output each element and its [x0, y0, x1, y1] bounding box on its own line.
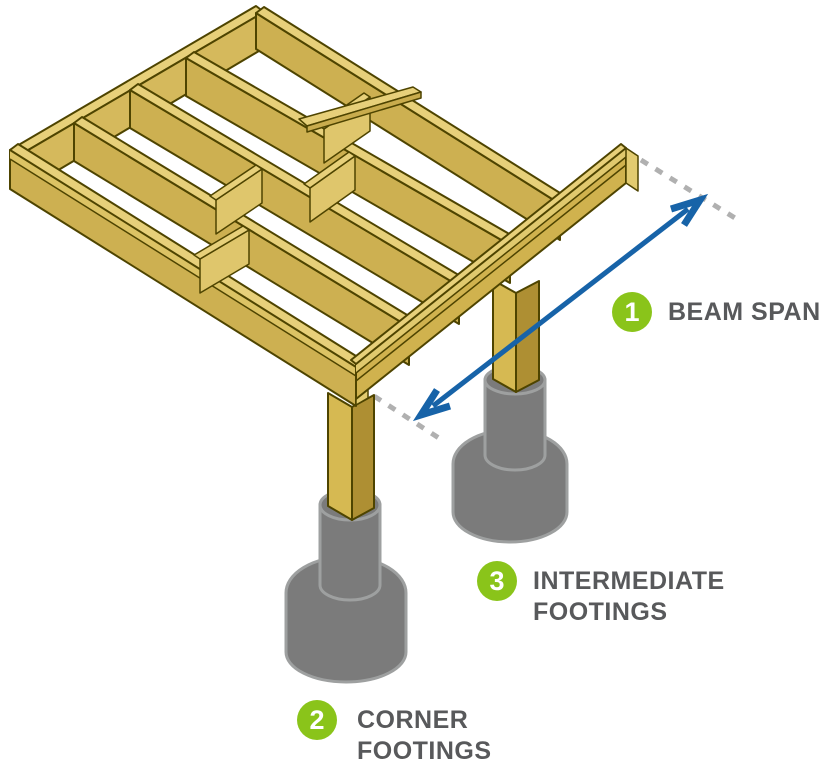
badge-circle-1 — [612, 292, 652, 332]
post-side-face — [515, 280, 540, 393]
joist-top-edge — [255, 6, 569, 205]
blocking — [303, 151, 356, 223]
joist — [129, 83, 468, 325]
rim-joist-edge-line — [9, 158, 357, 377]
corner-footing — [284, 488, 408, 684]
blocking-strap-board — [298, 86, 422, 133]
rim-joist-chamfer — [10, 150, 356, 376]
arrow-head-up-icon — [669, 193, 709, 227]
blocking — [209, 164, 263, 235]
footing-pier — [483, 378, 547, 472]
beam-chamfer — [356, 148, 626, 373]
corner-post — [327, 392, 375, 521]
beam-span-arrow — [412, 193, 709, 422]
beam-ply-line — [355, 164, 627, 382]
post-side-face — [351, 394, 375, 521]
rim-joist — [9, 143, 365, 407]
blocking-top-edge — [303, 151, 356, 189]
corner-footings-label-line1: CORNER — [357, 706, 468, 734]
callout-beam-span: 1 BEAM SPAN — [612, 292, 821, 332]
badge-circle-3 — [477, 561, 517, 601]
beam-top-edge — [350, 143, 627, 365]
beam-ply-line — [355, 156, 627, 374]
beam-end-face — [625, 147, 639, 192]
intermediate-post — [492, 279, 540, 393]
post-front-face — [327, 392, 353, 521]
blocking-top-edge — [209, 164, 263, 201]
arrow-head-down-icon — [412, 388, 452, 422]
dotted-line-far-end — [639, 157, 737, 221]
post-front-face — [492, 279, 517, 393]
deck-frame — [9, 5, 639, 407]
beam-end-dotted-lines — [358, 157, 737, 445]
blocking-top-edge — [193, 225, 250, 260]
beam-span-label: BEAM SPAN — [668, 298, 821, 326]
arrow-shaft — [431, 207, 690, 408]
footing-pier — [318, 503, 382, 602]
beam — [350, 143, 639, 400]
intermediate-footings-label-line1: INTERMEDIATE — [533, 567, 725, 595]
intermediate-footings-label-line2: FOOTINGS — [533, 598, 668, 626]
badge-circle-2 — [297, 700, 337, 740]
badge-number-2: 2 — [309, 705, 324, 735]
corner-footings-label-line2: FOOTINGS — [357, 737, 492, 764]
strap-side-face — [306, 91, 422, 133]
intermediate-footing — [451, 364, 569, 544]
blocking — [193, 225, 250, 294]
badge-number-3: 3 — [489, 566, 504, 596]
badge-number-1: 1 — [624, 297, 639, 327]
callout-intermediate-footings: 3 INTERMEDIATE FOOTINGS — [477, 561, 725, 626]
callout-corner-footings: 2 CORNER FOOTINGS — [297, 700, 492, 764]
